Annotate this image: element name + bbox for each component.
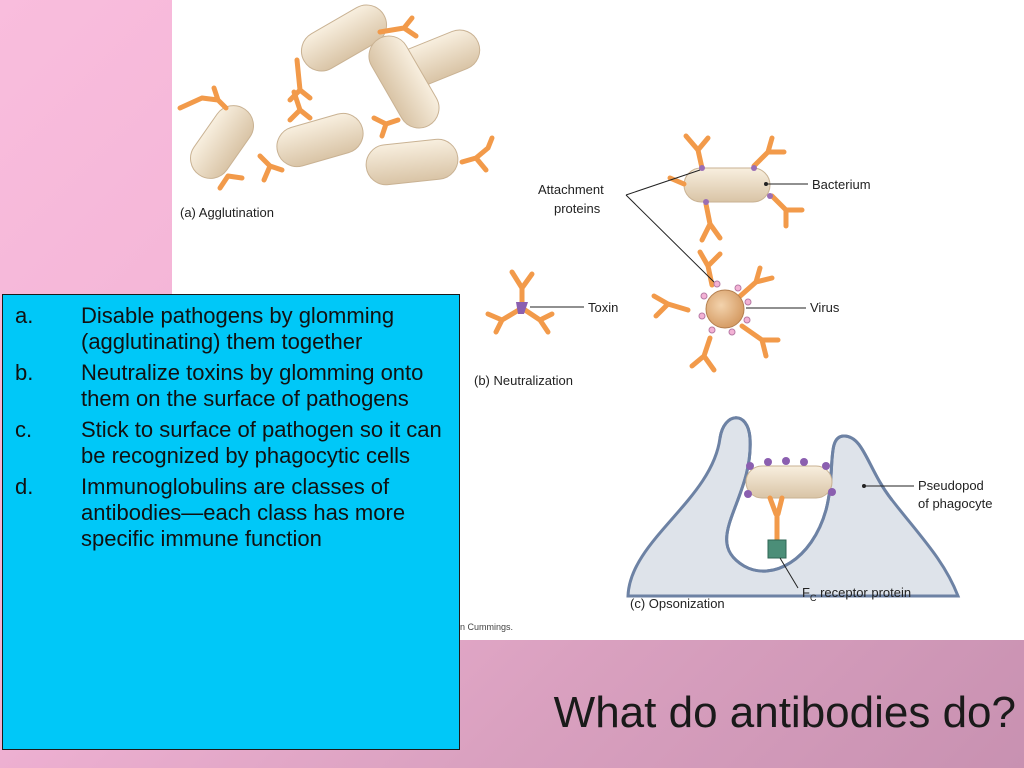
toxin-label: Toxin xyxy=(588,300,618,315)
list-text: Neutralize toxins by glomming onto them … xyxy=(81,360,424,411)
panel-a-label: (a) Agglutination xyxy=(180,205,274,220)
virus-shape xyxy=(705,289,745,329)
neutralization-leaders xyxy=(530,169,808,309)
list-item: c. Stick to surface of pathogen so it ca… xyxy=(15,417,449,469)
panel-c-label: (c) Opsonization xyxy=(630,596,725,611)
figure-credit: n Cummings. xyxy=(460,622,514,632)
attachment-label-line2: proteins xyxy=(554,201,601,216)
slide-title: What do antibodies do? xyxy=(553,688,1016,737)
attachment-label-line1: Attachment xyxy=(538,182,604,197)
neutralization-panel: Attachment proteins Bacterium Toxin Viru… xyxy=(474,133,871,388)
pseudopod-label-line1: Pseudopod xyxy=(918,478,984,493)
opsonized-bacterium xyxy=(745,465,833,499)
opsonization-panel: Pseudopod of phagocyte FC receptor prote… xyxy=(626,416,992,611)
list-marker: d. xyxy=(15,474,34,499)
agglutination-antibodies xyxy=(177,15,495,191)
bullet-list: a. Disable pathogens by glomming (agglut… xyxy=(2,294,460,750)
virus-label: Virus xyxy=(810,300,840,315)
list-marker: c. xyxy=(15,417,33,442)
attachment-protein-dots xyxy=(699,165,773,205)
pseudopod-label-line2: of phagocyte xyxy=(918,496,992,511)
bacteria-cluster xyxy=(190,4,481,186)
opsonization-dots xyxy=(744,457,836,498)
bacterium-shape xyxy=(683,167,771,203)
list-item: d. Immunoglobulins are classes of antibo… xyxy=(15,474,449,552)
fc-receptor-shape xyxy=(767,539,787,559)
bacterium-label: Bacterium xyxy=(812,177,871,192)
fc-receptor-label: FC receptor protein xyxy=(802,585,911,603)
opsonization-leaders xyxy=(779,485,914,589)
phagocyte-shape xyxy=(626,416,961,598)
agglutination-panel: (a) Agglutination xyxy=(177,4,495,220)
list-marker: b. xyxy=(15,360,34,385)
toxin-shape xyxy=(516,302,528,314)
list-item: a. Disable pathogens by glomming (agglut… xyxy=(15,303,449,355)
list-item: b. Neutralize toxins by glomming onto th… xyxy=(15,360,449,412)
opsonization-antibody xyxy=(767,495,785,543)
figure-svg: (a) Agglutination xyxy=(177,4,992,611)
panel-b-label: (b) Neutralization xyxy=(474,373,573,388)
list-text: Stick to surface of pathogen so it can b… xyxy=(81,417,442,468)
list-marker: a. xyxy=(15,303,34,328)
list-text: Immunoglobulins are classes of antibodie… xyxy=(81,474,406,551)
virus-spikes xyxy=(698,280,752,336)
phagocyte-membrane xyxy=(718,416,894,573)
virus-antibodies xyxy=(651,249,781,373)
list-text: Disable pathogens by glomming (agglutina… xyxy=(81,303,395,354)
